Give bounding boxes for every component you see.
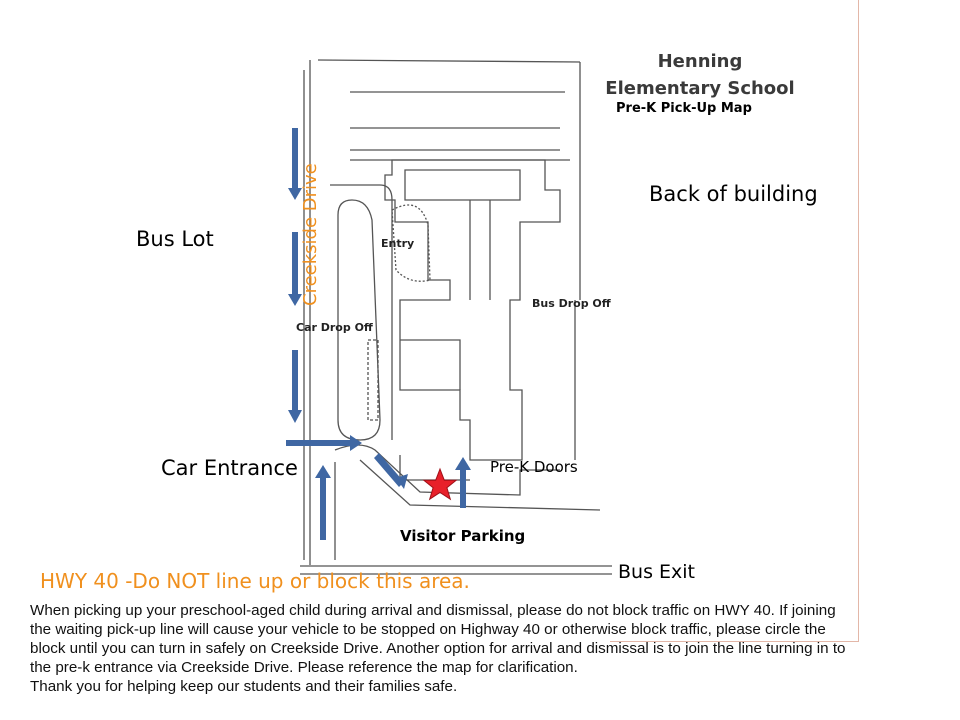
label-pre-k-doors: Pre-K Doors (490, 458, 578, 476)
page-border-right (858, 0, 859, 642)
drive-loop (337, 199, 381, 441)
arrow-down-2 (288, 232, 302, 306)
label-car-entrance: Car Entrance (161, 456, 298, 480)
property-right (574, 62, 581, 460)
arrow-up-entrance (315, 465, 331, 540)
arrow-up-pre-k-doors (455, 457, 471, 508)
label-creekside-drive: Creekside Drive (300, 163, 321, 306)
hwy-40-warning: HWY 40 -Do NOT line up or block this are… (40, 569, 470, 593)
label-entry: Entry (381, 237, 415, 250)
label-visitor-parking: Visitor Parking (400, 527, 526, 545)
traffic-arrows (286, 128, 471, 540)
arrow-right-entrance (286, 435, 362, 451)
map-title: Henning Elementary School (580, 48, 820, 102)
star-marker-pre-k (422, 467, 458, 501)
arrow-diagonal-pre-k (374, 453, 408, 489)
label-bus-lot: Bus Lot (136, 227, 214, 251)
label-bus-drop-off: Bus Drop Off (532, 297, 611, 310)
pre-k-drive (334, 444, 560, 496)
entry-area (391, 204, 431, 282)
arrow-down-3 (288, 350, 302, 423)
title-line-2: Elementary School (605, 78, 795, 99)
map-subtitle: Pre-K Pick-Up Map (616, 101, 752, 116)
pickup-instructions: When picking up your preschool-aged chil… (30, 601, 860, 696)
label-back-of-building: Back of building (649, 182, 818, 206)
property-top (317, 59, 581, 63)
page-border-bottom (610, 641, 859, 642)
title-line-1: Henning (657, 51, 743, 72)
label-car-drop-off: Car Drop Off (296, 321, 373, 334)
arrow-down-1 (288, 128, 302, 200)
thank-you-line: Thank you for helping keep our students … (30, 678, 458, 695)
instructions-paragraph: When picking up your preschool-aged chil… (30, 602, 846, 676)
building-outline (384, 159, 561, 461)
label-bus-exit: Bus Exit (618, 561, 695, 583)
